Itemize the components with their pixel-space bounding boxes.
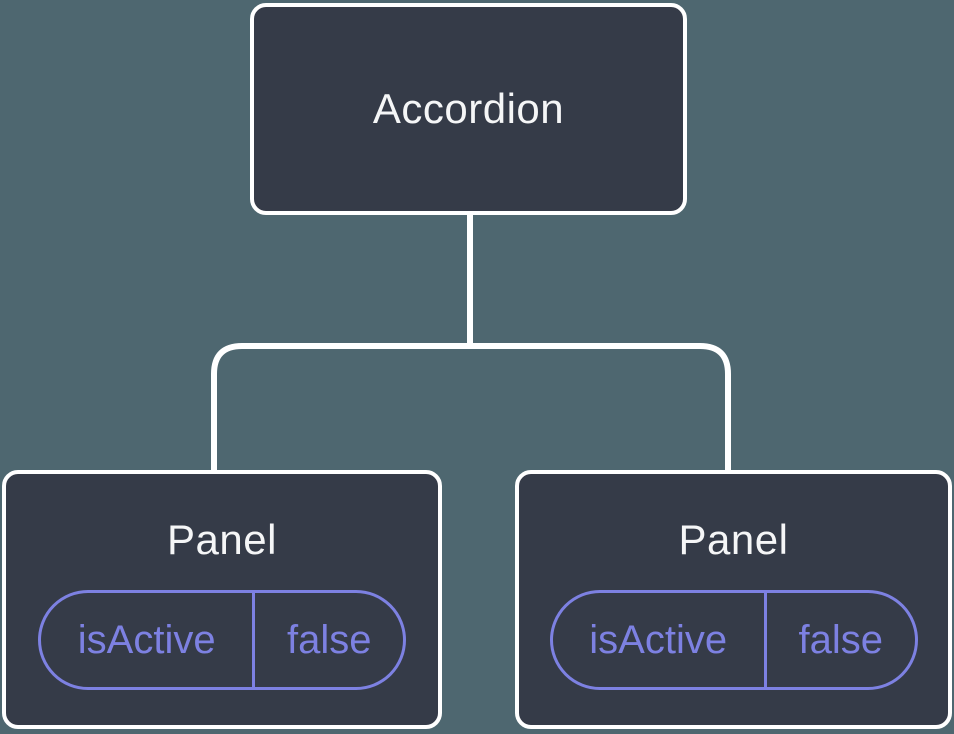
panel-node-left: Panel isActive false: [2, 470, 442, 729]
accordion-node: Accordion: [250, 3, 687, 215]
state-key: isActive: [41, 593, 256, 687]
state-pill: isActive false: [38, 590, 406, 690]
connector-branch: [211, 343, 731, 471]
accordion-node-label: Accordion: [372, 85, 565, 132]
panel-node-right: Panel isActive false: [515, 470, 952, 729]
state-value: false: [798, 617, 883, 662]
panel-node-label: Panel: [678, 516, 789, 563]
panel-node-label: Panel: [167, 516, 277, 563]
state-key: isActive: [553, 593, 767, 687]
state-pill: isActive false: [549, 590, 918, 690]
state-value: false: [286, 617, 372, 662]
